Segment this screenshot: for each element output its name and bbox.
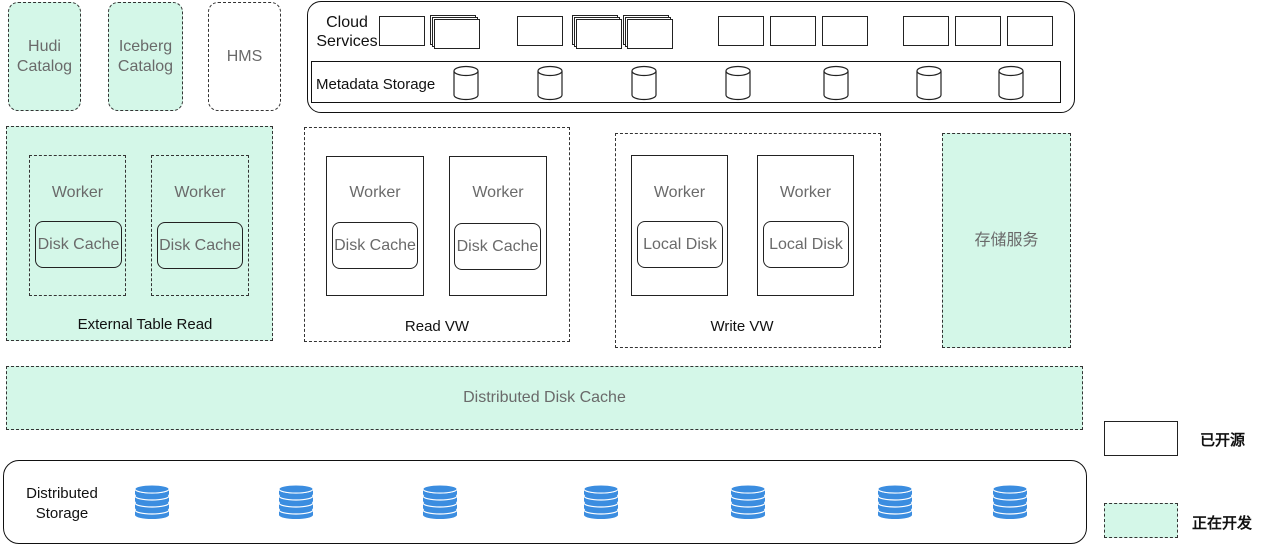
disk-stack-icon <box>422 484 458 519</box>
server-box-icon <box>770 16 816 46</box>
hudi-catalog: Hudi Catalog <box>8 2 81 111</box>
worker-label: Worker <box>779 184 832 201</box>
database-cylinder-icon <box>725 65 751 101</box>
cloud-services-panel <box>307 1 1075 113</box>
server-box-icon <box>434 19 480 49</box>
database-cylinder-icon <box>916 65 942 101</box>
metadata-storage-row: Metadata Storage <box>311 61 1061 103</box>
iceberg-catalog: Iceberg Catalog <box>108 2 183 111</box>
server-box-icon <box>1007 16 1053 46</box>
worker-label: Worker <box>472 184 524 201</box>
write-local-disk-2: Local Disk <box>763 221 849 268</box>
cloud-services-label: Cloud Services <box>316 14 378 50</box>
disk-stack-icon <box>134 484 170 519</box>
write-local-disk-1: Local Disk <box>637 221 723 268</box>
external-worker-1: Worker <box>29 155 126 296</box>
legend-open-source-swatch <box>1104 421 1178 456</box>
write-vw-group <box>615 133 881 348</box>
worker-label: Worker <box>174 184 226 201</box>
server-box-icon <box>822 16 868 46</box>
distributed-storage-panel <box>3 460 1087 544</box>
external-table-read-group <box>6 126 273 341</box>
worker-label: Worker <box>349 184 401 201</box>
legend-in-development-label: 正在开发 <box>1192 515 1253 532</box>
server-box-icon <box>955 16 1001 46</box>
storage-service-box: 存储服务 <box>942 133 1071 348</box>
legend-open-source-label: 已开源 <box>1200 432 1246 449</box>
write-worker-2: Worker <box>757 155 854 296</box>
read-disk-cache-2: Disk Cache <box>454 223 541 270</box>
disk-stack-icon <box>992 484 1028 519</box>
read-vw-group <box>304 127 570 342</box>
external-table-read-title: External Table Read <box>77 316 213 333</box>
legend-in-development-swatch <box>1104 503 1178 538</box>
external-worker-2: Worker <box>151 155 249 296</box>
read-worker-1: Worker <box>326 156 424 296</box>
distributed-disk-cache-bar: Distributed Disk Cache <box>6 366 1083 430</box>
read-vw-title: Read VW <box>404 318 470 335</box>
database-cylinder-icon <box>998 65 1024 101</box>
server-box-icon <box>517 16 563 46</box>
distributed-storage-label: Distributed Storage <box>26 485 98 522</box>
disk-stack-icon <box>730 484 766 519</box>
disk-stack-icon <box>583 484 619 519</box>
worker-label: Worker <box>653 184 706 201</box>
read-disk-cache-1: Disk Cache <box>332 222 418 269</box>
hms-catalog: HMS <box>208 2 281 111</box>
server-box-icon <box>379 16 425 46</box>
disk-stack-icon <box>877 484 913 519</box>
database-cylinder-icon <box>823 65 849 101</box>
database-cylinder-icon <box>537 65 563 101</box>
metadata-storage-label: Metadata Storage <box>316 76 436 93</box>
read-worker-2: Worker <box>449 156 547 296</box>
server-box-icon <box>627 19 673 49</box>
database-cylinder-icon <box>631 65 657 101</box>
server-box-icon <box>903 16 949 46</box>
write-vw-title: Write VW <box>710 318 774 335</box>
server-box-icon <box>718 16 764 46</box>
write-worker-1: Worker <box>631 155 728 296</box>
disk-stack-icon <box>278 484 314 519</box>
server-box-icon <box>576 19 622 49</box>
worker-label: Worker <box>51 184 104 201</box>
external-disk-cache-2: Disk Cache <box>157 222 243 269</box>
database-cylinder-icon <box>453 65 479 101</box>
external-disk-cache-1: Disk Cache <box>35 221 122 268</box>
